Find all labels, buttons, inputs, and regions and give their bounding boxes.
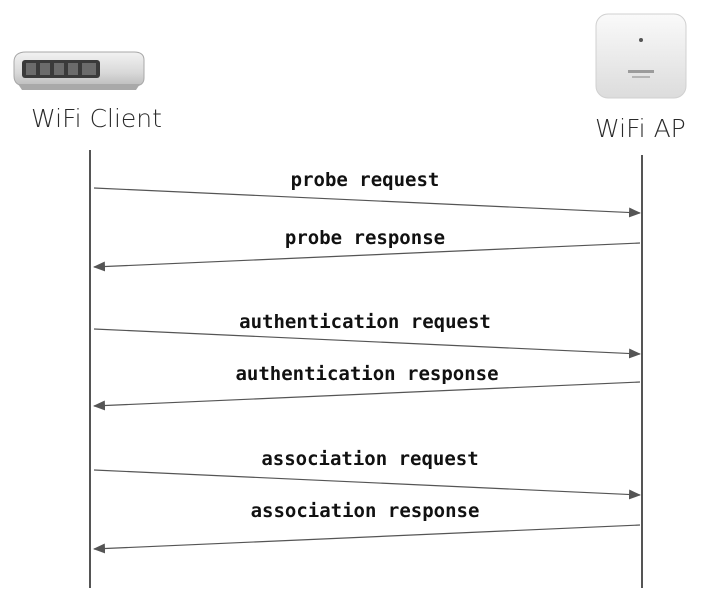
message-arrow-4	[93, 381, 641, 411]
message-label-2: probe response	[284, 227, 446, 249]
message-arrow-1	[93, 187, 641, 218]
message-arrow-5	[93, 469, 641, 500]
message-label-5: association request	[261, 448, 479, 470]
client-label: WiFi Client	[31, 104, 162, 133]
message-arrow-3	[93, 328, 641, 359]
ap-label: WiFi AP	[595, 114, 686, 143]
message-label-1: probe request	[290, 169, 440, 191]
message-arrow-6	[93, 524, 641, 554]
message-label-3: authentication request	[239, 311, 491, 333]
message-arrow-2	[93, 242, 641, 272]
wifi-access-point-icon	[595, 13, 687, 99]
message-label-4: authentication response	[235, 363, 499, 385]
wifi-client-device-icon	[13, 51, 145, 90]
message-label-6: association response	[250, 500, 480, 522]
